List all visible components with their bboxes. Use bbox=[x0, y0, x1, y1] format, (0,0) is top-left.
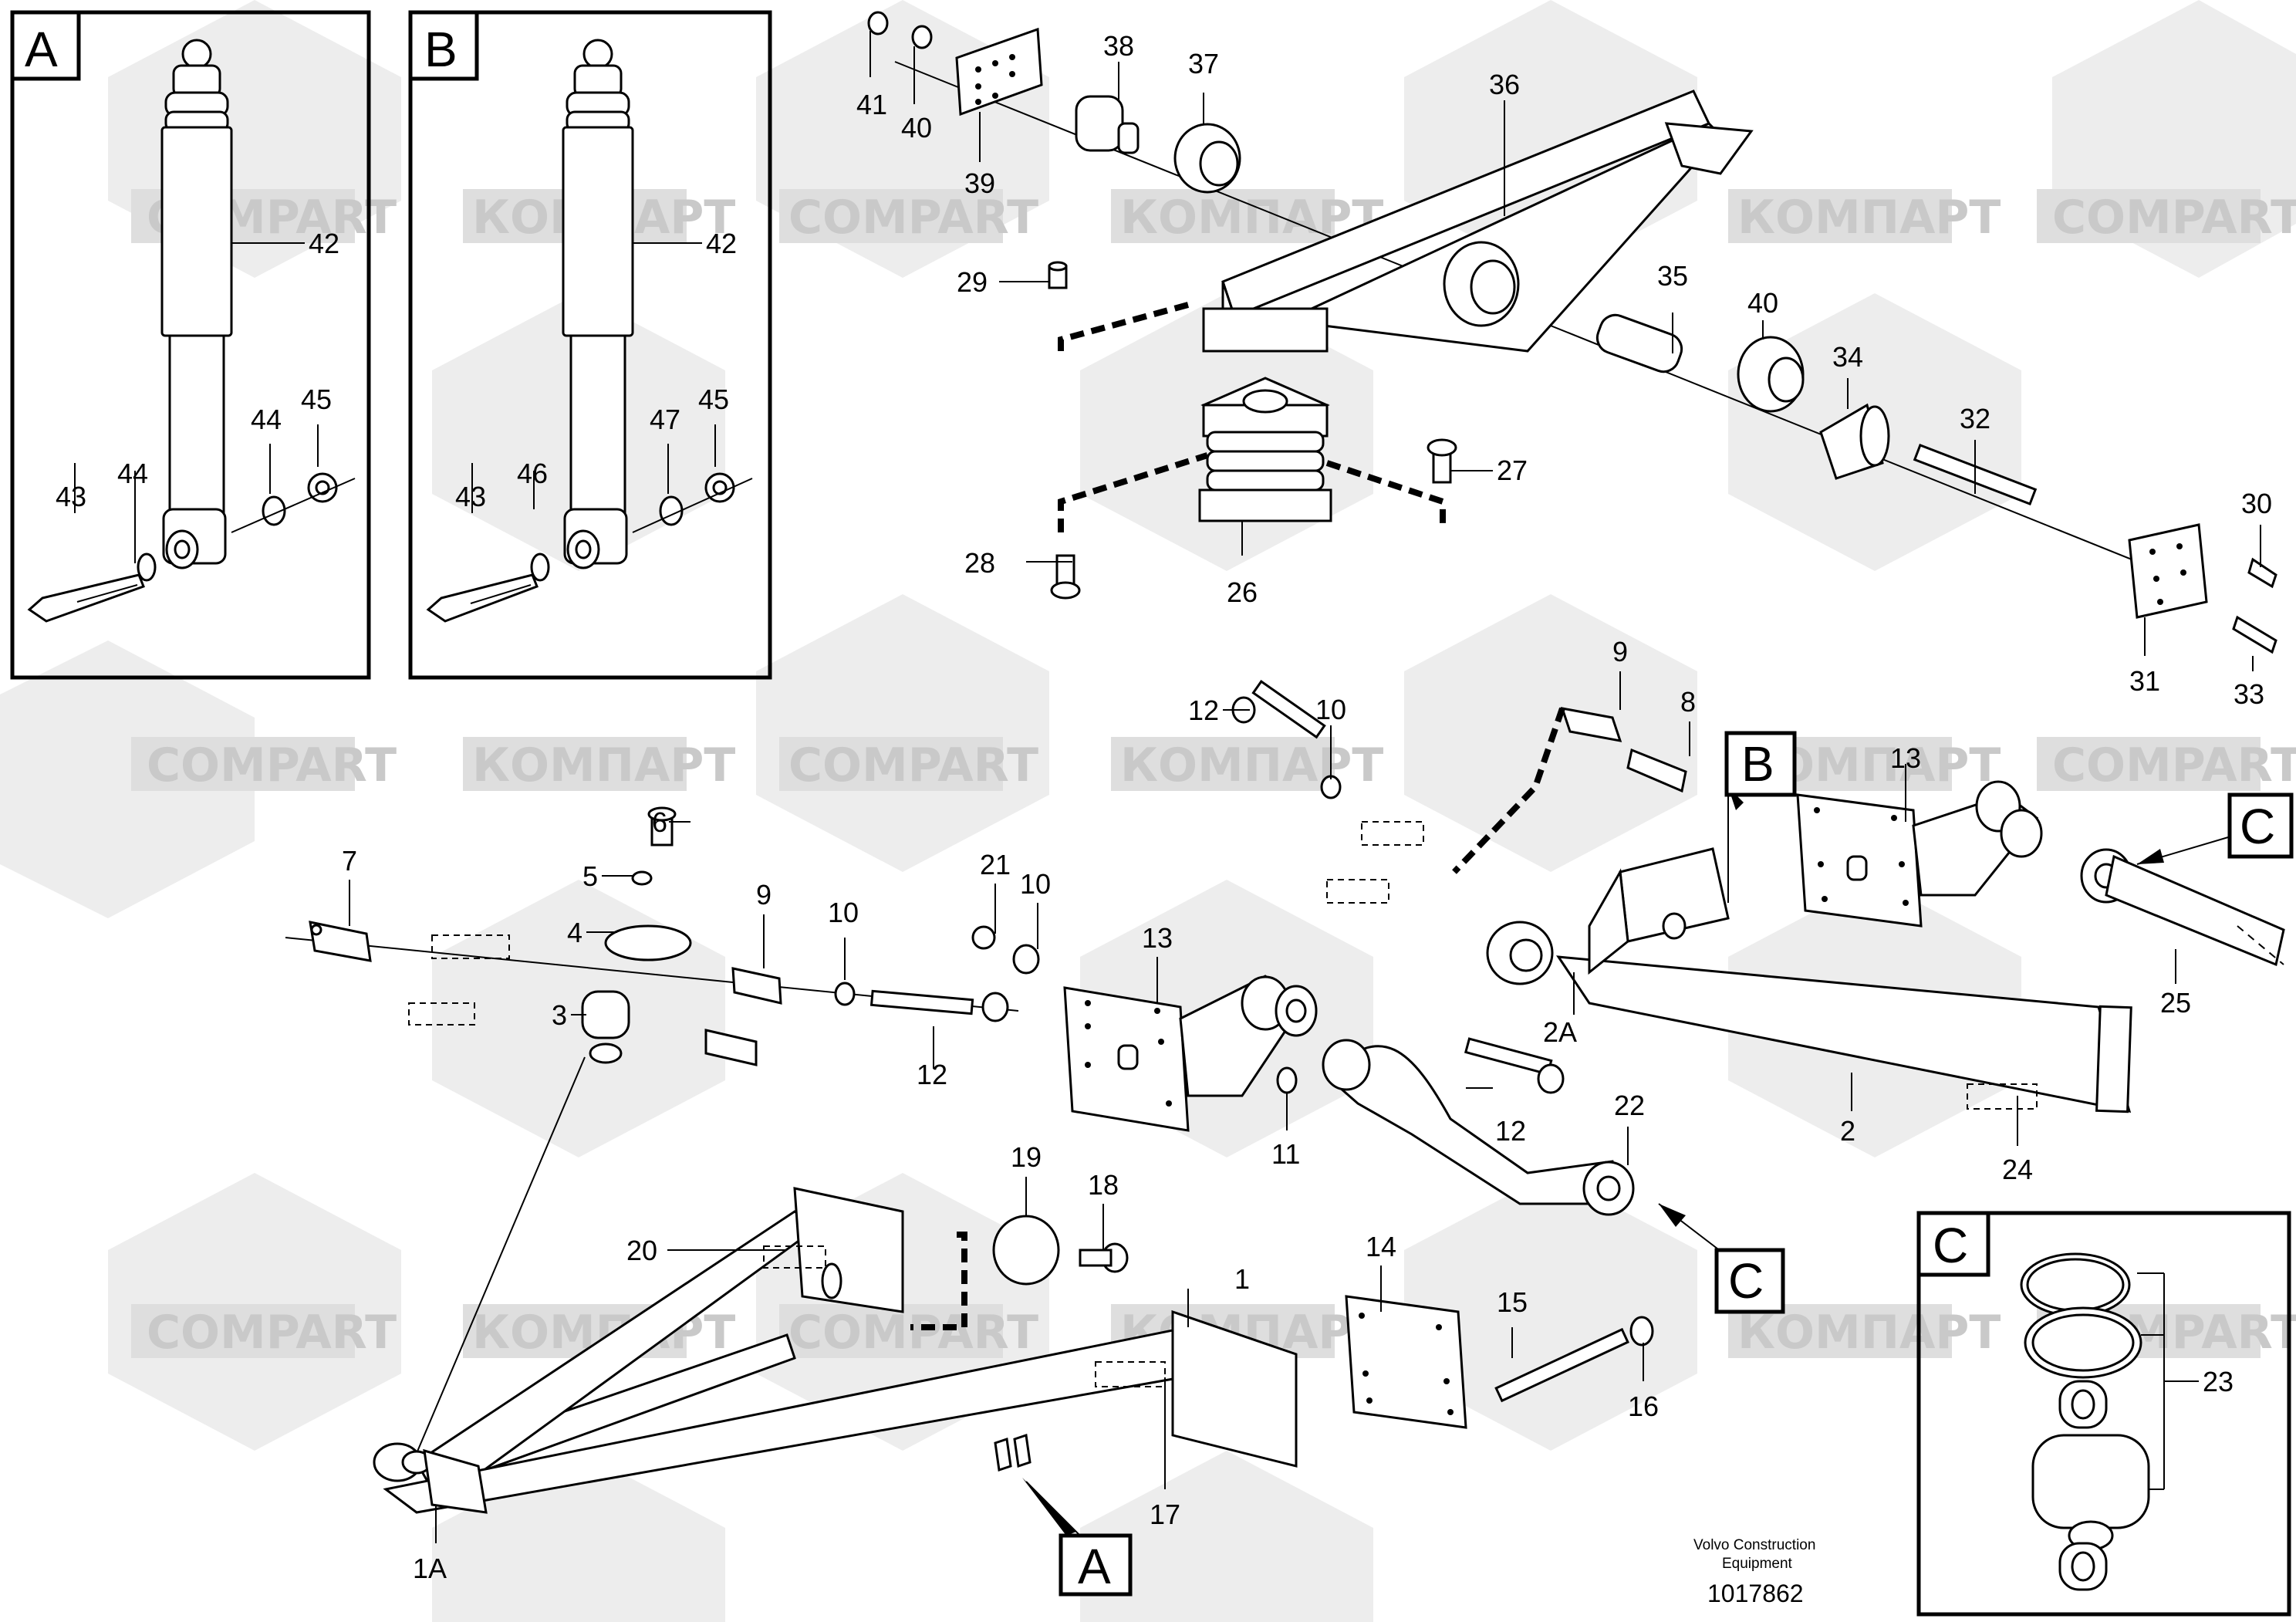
part-label: 18 bbox=[1088, 1169, 1119, 1201]
part-label: 25 bbox=[2160, 987, 2191, 1019]
footer-line-2: Equipment bbox=[1722, 1556, 1793, 1572]
watermark: COMPART bbox=[788, 738, 1038, 792]
box-b-letter: B bbox=[424, 22, 458, 77]
part-label: 30 bbox=[2241, 488, 2272, 519]
part-label: 36 bbox=[1489, 69, 1520, 100]
ref-a-letter: A bbox=[1078, 1539, 1111, 1594]
ref-c-letter: C bbox=[2240, 799, 2275, 854]
part-label: 28 bbox=[964, 547, 995, 579]
part-label: 19 bbox=[1011, 1141, 1042, 1173]
box-a-letter: A bbox=[25, 22, 58, 77]
part-label: 34 bbox=[1832, 341, 1863, 373]
watermark: КОМПАРТ bbox=[1120, 738, 1383, 792]
watermark: КОМПАРТ bbox=[472, 738, 735, 792]
ref-callout-c-top: C bbox=[2136, 792, 2294, 865]
ref-callout-a: A bbox=[1022, 1478, 1133, 1597]
part-label: 6 bbox=[652, 806, 667, 838]
part-label: 16 bbox=[1628, 1391, 1659, 1422]
leader-lines-b bbox=[471, 242, 716, 513]
footer-line-1: Volvo Construction bbox=[1693, 1537, 1815, 1553]
part-label: 13 bbox=[1890, 742, 1921, 774]
part-label: 20 bbox=[626, 1235, 657, 1266]
box-c-letter: C bbox=[1933, 1218, 1968, 1273]
watermark: COMPART bbox=[788, 1306, 1038, 1360]
ref-c-letter: C bbox=[1728, 1253, 1764, 1309]
part-label: 9 bbox=[1612, 636, 1628, 667]
detail-box-b: B 42 43 46 47 bbox=[408, 10, 772, 680]
part-label: 43 bbox=[455, 481, 486, 512]
part-label: 27 bbox=[1497, 454, 1528, 486]
lower-aframe-assembly bbox=[373, 1056, 1654, 1514]
leader-lines-main bbox=[349, 31, 2261, 1543]
watermark: COMPART bbox=[2052, 738, 2296, 792]
part-label: 8 bbox=[1680, 686, 1696, 718]
part-label: 31 bbox=[2129, 665, 2160, 697]
part-label: 42 bbox=[309, 228, 339, 259]
part-label: 21 bbox=[980, 849, 1011, 880]
part-label: 38 bbox=[1103, 30, 1134, 62]
part-label: 44 bbox=[251, 404, 282, 435]
part-label: 26 bbox=[1227, 576, 1258, 608]
part-label: 10 bbox=[1315, 694, 1346, 725]
part-label: 42 bbox=[706, 228, 737, 259]
watermark: COMPART bbox=[2052, 191, 2296, 245]
detail-box-a: A 42 43 44 bbox=[10, 10, 371, 680]
part-label: 46 bbox=[517, 458, 548, 489]
part-label: 5 bbox=[582, 860, 598, 892]
part-label: 4 bbox=[567, 917, 582, 948]
part-label: 17 bbox=[1150, 1499, 1180, 1530]
part-label: 47 bbox=[650, 404, 680, 435]
part-label: 10 bbox=[828, 897, 859, 928]
shock-absorber-a bbox=[27, 39, 356, 623]
part-label: 12 bbox=[917, 1059, 947, 1090]
part-label: 2 bbox=[1840, 1115, 1855, 1147]
watermark: КОМПАРТ bbox=[1737, 1306, 2001, 1360]
part-label: 1A bbox=[413, 1553, 447, 1584]
ref-callout-c-bottom: C bbox=[1658, 1203, 1785, 1314]
part-label: 9 bbox=[756, 879, 772, 911]
part-label: 45 bbox=[301, 384, 332, 415]
footer: Volvo Construction Equipment 1017862 bbox=[1693, 1537, 1815, 1607]
part-label: 13 bbox=[1142, 922, 1173, 954]
watermark: COMPART bbox=[147, 738, 397, 792]
part-label: 3 bbox=[552, 999, 567, 1031]
part-label: 41 bbox=[856, 89, 887, 120]
ref-callout-b: B bbox=[1724, 731, 1797, 903]
watermark: COMPART bbox=[147, 1306, 397, 1360]
part-label: 12 bbox=[1188, 694, 1219, 726]
watermark: COMPART bbox=[788, 191, 1038, 245]
part-label: 29 bbox=[957, 266, 988, 298]
part-label: 15 bbox=[1497, 1286, 1528, 1318]
part-label: 12 bbox=[1495, 1115, 1526, 1147]
part-label: 43 bbox=[56, 481, 86, 512]
part-label: 33 bbox=[2234, 678, 2264, 710]
footer-number: 1017862 bbox=[1707, 1580, 1804, 1607]
part-label: 24 bbox=[2002, 1154, 2033, 1185]
part-label: 37 bbox=[1188, 48, 1219, 79]
leader-lines-a bbox=[74, 242, 319, 563]
part-label: 7 bbox=[342, 845, 357, 877]
part-label: 14 bbox=[1366, 1231, 1396, 1262]
part-label: 10 bbox=[1020, 868, 1051, 900]
part-label: 1 bbox=[1234, 1263, 1250, 1295]
part-label: 44 bbox=[117, 458, 148, 489]
ref-b-letter: B bbox=[1741, 736, 1774, 792]
part-label: 23 bbox=[2203, 1366, 2234, 1397]
part-label: 2A bbox=[1543, 1016, 1577, 1048]
part-label: 39 bbox=[964, 167, 995, 199]
middle-assembly bbox=[285, 680, 2285, 1216]
part-label: 32 bbox=[1960, 403, 1990, 434]
shock-absorber-b bbox=[426, 39, 753, 623]
part-label: 11 bbox=[1271, 1138, 1300, 1170]
part-label: 40 bbox=[901, 112, 932, 144]
part-label: 45 bbox=[698, 384, 729, 415]
part-label: 22 bbox=[1614, 1090, 1645, 1121]
part-label: 35 bbox=[1657, 260, 1688, 292]
watermark: КОМПАРТ bbox=[1737, 191, 2001, 245]
detail-box-c: C 23 bbox=[1916, 1211, 2291, 1617]
part-label: 40 bbox=[1747, 287, 1778, 319]
part-labels: 41 40 39 38 37 36 29 28 27 26 35 40 34 3… bbox=[342, 30, 2272, 1584]
